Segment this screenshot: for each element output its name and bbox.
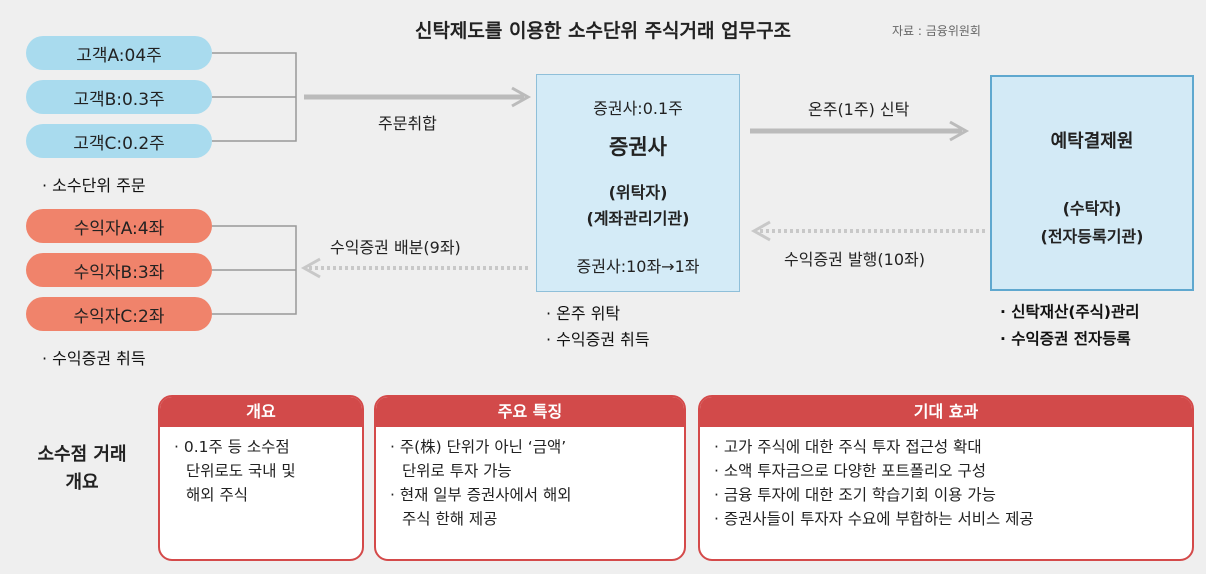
customer-c-pill: 고객C:0.2주 <box>26 124 212 158</box>
features-item-3: · 현재 일부 증권사에서 해외 <box>390 486 572 504</box>
beneficiaries-note: · 수익증권 취득 <box>42 349 146 368</box>
customer-b-pill: 고객B:0.3주 <box>26 80 212 114</box>
trust-arrow <box>750 120 970 142</box>
broker-top-label: 증권사:0.1주 <box>593 99 683 118</box>
broker-role-1: (위탁자) <box>608 183 668 202</box>
depository-role-2: (전자등록기관) <box>1040 227 1144 246</box>
depository-note-1: · 신탁재산(주식)관리 <box>1000 303 1140 321</box>
order-label: 주문취합 <box>378 114 437 133</box>
beneficiary-a-pill: 수익자A:4좌 <box>26 209 212 243</box>
beneficiary-b-pill: 수익자B:3좌 <box>26 253 212 287</box>
customer-a-pill: 고객A:04주 <box>26 36 212 70</box>
depository-name: 예탁결제원 <box>1050 131 1134 152</box>
features-item-1: · 주(株) 단위가 아닌 ‘금액’ <box>390 438 567 456</box>
features-item-2: 단위로 투자 가능 <box>402 462 512 480</box>
broker-name: 증권사 <box>609 135 667 159</box>
customer-bracket <box>212 52 297 142</box>
expected-effects-card-title: 기대 효과 <box>700 397 1192 427</box>
beneficiary-bracket <box>212 225 297 315</box>
effects-item-4: · 증권사들이 투자자 수요에 부합하는 서비스 제공 <box>714 510 1034 528</box>
broker-box: 증권사:0.1주 증권사 (위탁자) (계좌관리기관) 증권사:10좌→1좌 <box>536 74 740 292</box>
depository-box: 예탁결제원 (수탁자) (전자등록기관) <box>990 75 1194 291</box>
broker-note-2: · 수익증권 취득 <box>546 330 650 349</box>
features-card-title: 주요 특징 <box>376 397 684 427</box>
depository-note-2: · 수익증권 전자등록 <box>1000 330 1131 348</box>
broker-note-1: · 온주 위탁 <box>546 304 621 323</box>
source-note: 자료 : 금융위원회 <box>892 24 981 38</box>
distribute-arrow <box>300 257 528 279</box>
overview-item-1: · 0.1주 등 소수점 <box>174 438 290 456</box>
distribute-label: 수익증권 배분(9좌) <box>330 238 461 257</box>
effects-item-1: · 고가 주식에 대한 주식 투자 접근성 확대 <box>714 438 982 456</box>
broker-bottom-label: 증권사:10좌→1좌 <box>576 257 700 276</box>
overview-item-3: 해외 주식 <box>186 486 248 504</box>
summary-title: 소수점 거래 개요 <box>12 441 152 497</box>
features-item-4: 주식 한해 제공 <box>402 510 498 528</box>
summary-title-line-2: 개요 <box>65 472 99 493</box>
trust-label: 온주(1주) 신탁 <box>808 100 910 119</box>
customers-note: · 소수단위 주문 <box>42 176 146 195</box>
overview-card: 개요 · 0.1주 등 소수점 단위로도 국내 및 해외 주식 <box>158 395 364 561</box>
broker-role-2: (계좌관리기관) <box>586 209 690 228</box>
beneficiary-c-pill: 수익자C:2좌 <box>26 297 212 331</box>
issue-arrow <box>750 220 985 242</box>
diagram-title: 신탁제도를 이용한 소수단위 주식거래 업무구조 <box>414 20 792 42</box>
effects-item-2: · 소액 투자금으로 다양한 포트폴리오 구성 <box>714 462 986 480</box>
overview-item-2: 단위로도 국내 및 <box>186 462 296 480</box>
summary-title-line-1: 소수점 거래 <box>37 444 127 465</box>
effects-item-3: · 금융 투자에 대한 조기 학습기회 이용 가능 <box>714 486 996 504</box>
depository-role-1: (수탁자) <box>1062 199 1122 218</box>
features-card: 주요 특징 · 주(株) 단위가 아닌 ‘금액’ 단위로 투자 가능 · 현재 … <box>374 395 686 561</box>
overview-card-title: 개요 <box>160 397 362 427</box>
order-arrow <box>304 86 532 108</box>
expected-effects-card: 기대 효과 · 고가 주식에 대한 주식 투자 접근성 확대 · 소액 투자금으… <box>698 395 1194 561</box>
issue-label: 수익증권 발행(10좌) <box>784 250 925 269</box>
